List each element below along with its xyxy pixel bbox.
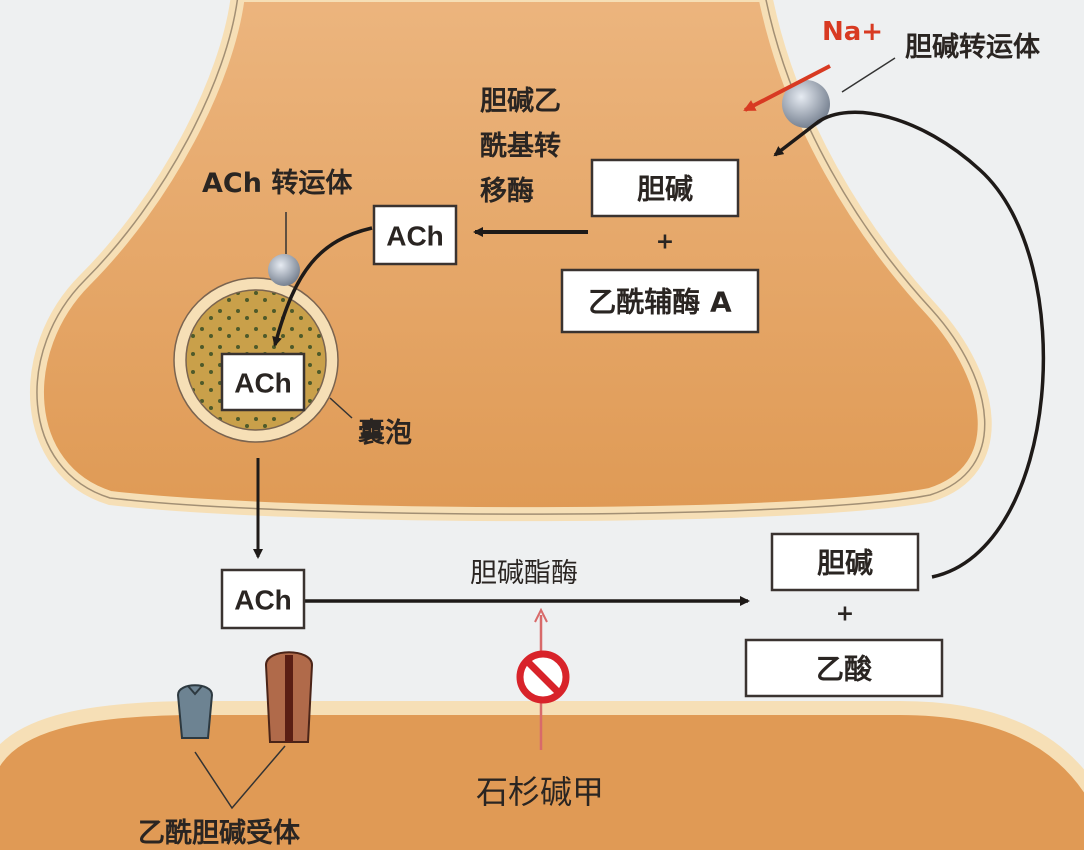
vesicle-label: 囊泡 xyxy=(358,417,412,449)
chat-label-line2: 酰基转 xyxy=(480,131,561,162)
receptor-small-icon xyxy=(176,684,214,739)
acetyl-coa-box: 乙酰辅酶 A xyxy=(560,268,760,334)
acetic-acid-box: 乙酸 xyxy=(744,638,944,698)
chat-label-line1: 胆碱乙 xyxy=(480,86,561,117)
ach-transporter-label: ACh 转运体 xyxy=(202,168,353,199)
svg-text:胆碱: 胆碱 xyxy=(637,173,693,206)
cholinesterase-label: 胆碱酯酶 xyxy=(470,558,578,589)
inhibit-icon xyxy=(516,650,570,704)
presynaptic-terminal xyxy=(29,0,992,522)
receptor-channel-icon xyxy=(264,651,314,743)
ach-vesicle-box: ACh xyxy=(220,352,306,412)
svg-text:ACh: ACh xyxy=(234,585,292,616)
ach-transporter-ball xyxy=(268,254,300,286)
ach-cytoplasm-box: ACh xyxy=(372,204,458,266)
choline-transporter-ball xyxy=(782,80,830,128)
choline-top-box: 胆碱 xyxy=(590,158,740,218)
choline-bottom-box: 胆碱 xyxy=(770,532,920,592)
svg-text:乙酸: 乙酸 xyxy=(816,653,873,686)
reuptake-arrow xyxy=(773,110,1046,579)
plus-top: + xyxy=(656,230,674,255)
ach-receptor-label: 乙酰胆碱受体 xyxy=(138,817,301,849)
svg-text:乙酰辅酶 A: 乙酰辅酶 A xyxy=(588,286,732,319)
svg-text:胆碱: 胆碱 xyxy=(817,547,873,580)
svg-text:ACh: ACh xyxy=(234,368,292,399)
postsynaptic-membrane xyxy=(0,701,1084,850)
na-label: Na+ xyxy=(822,17,883,47)
ach-cleft-box: ACh xyxy=(220,568,306,630)
svg-text:ACh: ACh xyxy=(386,221,444,252)
huperzine-label: 石杉碱甲 xyxy=(476,773,604,811)
vesicle-loading-arrow xyxy=(272,226,373,347)
na-arrow xyxy=(743,64,831,112)
plus-bottom: + xyxy=(836,602,854,627)
choline-transporter-label: 胆碱转运体 xyxy=(905,32,1041,63)
chat-label-line3: 移酶 xyxy=(480,176,534,207)
